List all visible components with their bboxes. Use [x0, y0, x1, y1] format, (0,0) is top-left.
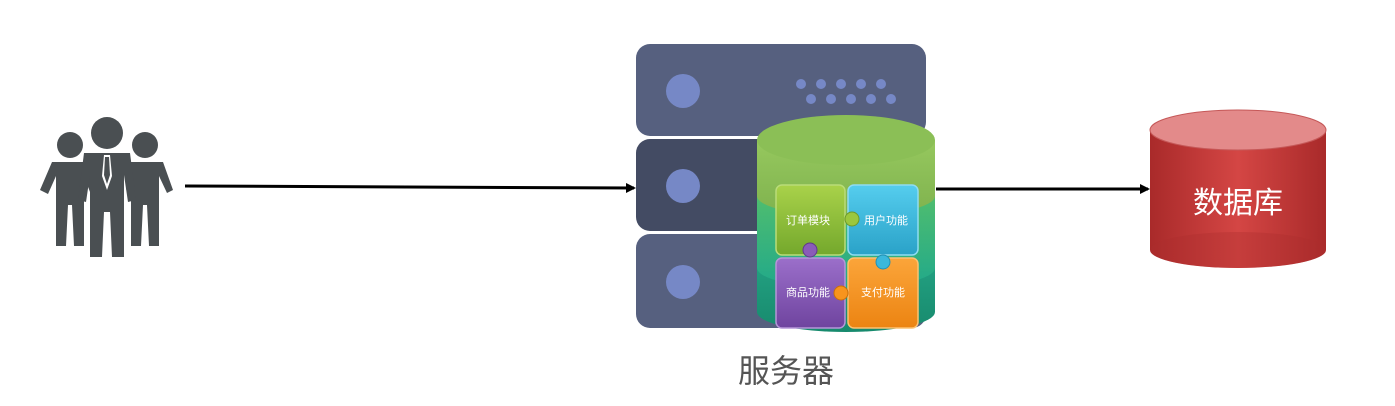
puzzle-knob-blue: [875, 254, 891, 270]
puzzle-knob-orange: [833, 285, 849, 301]
module-label-payment: 支付功能: [861, 285, 905, 299]
database-icon: 数据库: [1149, 109, 1327, 268]
server-vent-dots: [796, 79, 896, 104]
puzzle-knob-purple: [802, 242, 818, 258]
puzzle-knob-green: [844, 211, 860, 227]
database-label: 数据库: [1193, 186, 1283, 221]
server-label: 服务器: [738, 352, 834, 390]
module-label-product: 商品功能: [786, 285, 830, 299]
server-unit-top: [636, 44, 926, 136]
module-label-order: 订单模块: [786, 214, 830, 227]
arrow-users-to-server: [184, 182, 636, 193]
module-puzzle: 订单模块 用户功能 商品功能 支付功能: [775, 184, 919, 329]
module-label-user: 用户功能: [864, 213, 908, 227]
users-group-icon: [40, 117, 173, 257]
